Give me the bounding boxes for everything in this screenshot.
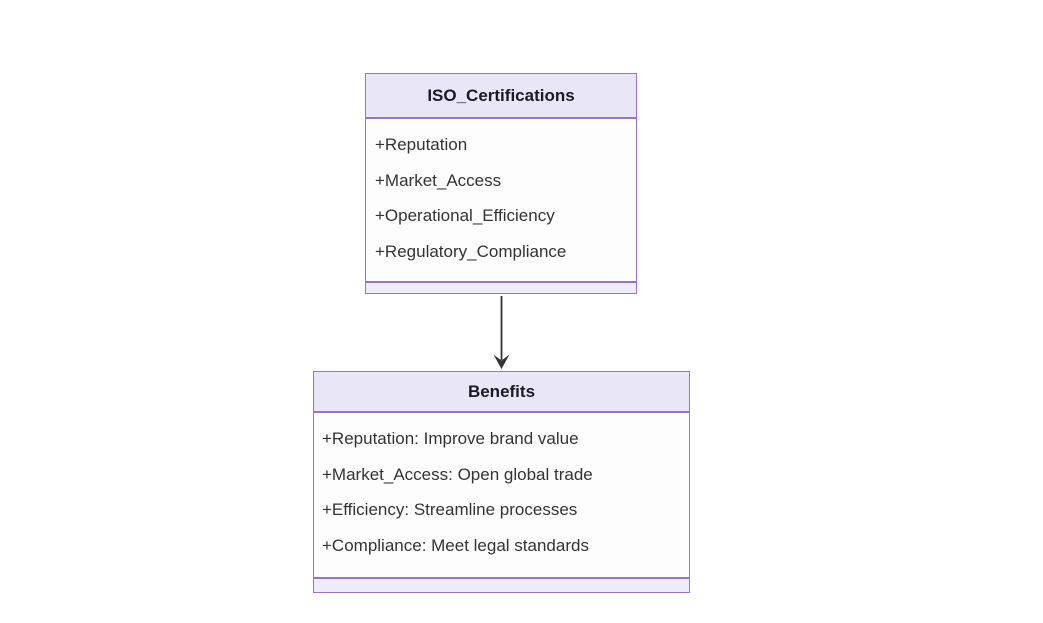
class-node-iso-certifications: ISO_Certifications +Reputation +Market_A… [365,73,637,294]
attribute-row: +Market_Access [375,170,502,190]
attribute-row: +Market_Access: Open global trade [322,464,593,484]
class-methods-empty-section [366,281,636,293]
class-attributes-iso-certifications: +Reputation +Market_Access +Operational_… [366,119,636,281]
class-title-benefits: Benefits [314,372,689,413]
class-title-iso-certifications: ISO_Certifications [366,74,636,119]
attribute-row: +Compliance: Meet legal standards [322,535,589,555]
class-methods-empty-section [314,577,689,592]
class-node-benefits: Benefits +Reputation: Improve brand valu… [313,371,690,593]
attribute-row: +Efficiency: Streamline processes [322,500,578,519]
attribute-row: +Reputation: Improve brand value [322,429,579,448]
attribute-row: +Operational_Efficiency [375,206,555,225]
class-attributes-benefits: +Reputation: Improve brand value +Market… [314,413,689,577]
attribute-row: +Regulatory_Compliance [375,241,567,261]
dependency-arrow [493,296,510,369]
attribute-row: +Reputation [375,135,468,154]
